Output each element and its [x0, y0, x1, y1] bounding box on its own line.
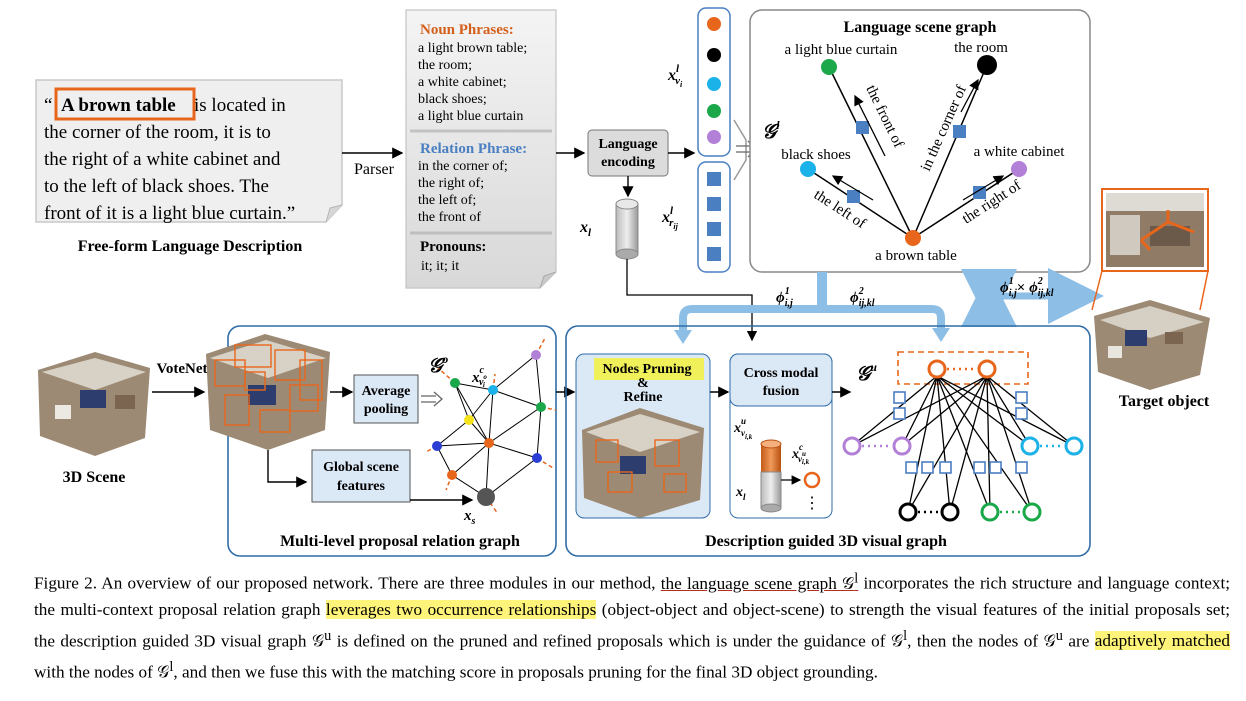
noun-item: black shoes; — [418, 92, 487, 107]
right-panel-title: Description guided 3D visual graph — [705, 533, 947, 550]
noun-item: a white cabinet; — [418, 75, 507, 90]
node-room — [977, 55, 997, 75]
avg-pool-l2: pooling — [364, 402, 408, 417]
caption-text: (object-object and object-scene) to stre… — [34, 599, 1230, 651]
highlight-text: A brown table — [61, 95, 176, 116]
votenet-label: VoteNet — [156, 361, 207, 377]
relation-item: the front of — [418, 210, 481, 225]
prune-l1: Nodes Pruning — [602, 362, 691, 377]
desc-line1: is located in — [194, 95, 286, 116]
left-panel-title: Multi-level proposal relation graph — [280, 533, 520, 550]
label-table: a brown table — [875, 248, 957, 264]
node-cabinet — [1011, 161, 1027, 177]
node-feature-dot — [707, 48, 721, 62]
pronoun-items: it; it; it — [421, 259, 459, 274]
avg-pool-l1: Average — [362, 384, 411, 399]
relation-title: Relation Phrase: — [420, 141, 527, 157]
desc-line3: the right of a white cabinet and — [44, 149, 281, 170]
caption-underline: the language scene graph 𝒢l — [660, 570, 859, 593]
global-feat-l1: Global scene — [323, 460, 399, 475]
desc-line5: front of it is a light blue curtain.” — [44, 203, 295, 224]
node-feature-column — [697, 7, 731, 157]
scene-label: 3D Scene — [63, 469, 126, 486]
highlight-box — [54, 87, 196, 121]
node-shoes — [800, 161, 816, 177]
gu-symbol: 𝒢u — [856, 360, 877, 385]
caption-text: incorporates the rich structure and lang… — [34, 573, 1230, 619]
label-cabinet: a white cabinet — [974, 144, 1066, 160]
relation-node — [973, 186, 986, 199]
visual-graph-panel — [565, 325, 1091, 557]
lang-enc-l2: encoding — [601, 155, 655, 170]
label-curtain: a light blue curtain — [785, 42, 898, 58]
label-shoes: black shoes — [781, 147, 851, 163]
xs-label: xs — [463, 508, 476, 527]
svg-text:⋮: ⋮ — [804, 495, 820, 512]
pruned-scene-image — [582, 408, 704, 518]
node-feature-dot — [707, 104, 721, 118]
prune-l2: & — [637, 376, 649, 391]
node-feature-dot — [707, 17, 721, 31]
average-pooling-box — [353, 374, 419, 424]
relation-node — [953, 125, 966, 138]
label-room: the room — [954, 40, 1008, 56]
parser-label: Parser — [354, 161, 395, 178]
xl-label-2: xl — [735, 485, 746, 502]
figure-diagram: “ A brown table is located in the corner… — [35, 7, 1210, 557]
noun-item: a light blue curtain — [418, 109, 523, 124]
proposal-graph-panel — [227, 325, 557, 557]
caption-text: , then the nodes of 𝒢 — [907, 631, 1056, 651]
pronoun-title: Pronouns: — [420, 239, 486, 255]
caption-text: is defined on the pruned and refined pro… — [331, 631, 904, 651]
phrases-document: Noun Phrases: a light brown table; the r… — [405, 9, 557, 289]
scene-graph-symbol: 𝒢l — [762, 118, 780, 143]
relation-item: in the corner of; — [418, 159, 508, 174]
desc-line4: to the left of black shoes. The — [44, 176, 269, 197]
target-scene-image — [1094, 300, 1210, 390]
global-feat-l2: features — [337, 479, 385, 494]
description-box: “ A brown table is located in the corner… — [35, 79, 343, 224]
noun-item: the room; — [418, 58, 472, 73]
caption-text: are — [1062, 631, 1095, 651]
go-symbol: 𝒢o — [428, 352, 448, 377]
fusion-l1: Cross modal — [744, 366, 819, 381]
edge-feature-column — [697, 161, 731, 273]
node-curtain — [821, 59, 837, 75]
global-scene-features-box — [311, 449, 411, 503]
open-quote: “ — [44, 95, 52, 116]
caption-highlight: adaptively matched — [1094, 631, 1230, 651]
noun-item: a light brown table; — [418, 41, 527, 56]
xl-label: xl — [579, 219, 592, 239]
caption-text: Figure 2. An overview of our proposed ne… — [34, 573, 661, 593]
caption-text: , and then we fuse this with the matchin… — [173, 663, 878, 683]
proposal-scene-image — [206, 334, 330, 450]
target-label: Target object — [1119, 393, 1210, 410]
xl-cylinder — [615, 198, 639, 260]
node-table — [905, 230, 921, 246]
scene-graph-title: Language scene graph — [844, 19, 997, 36]
lang-enc-l1: Language — [598, 137, 657, 152]
relation-node — [856, 121, 869, 134]
description-label: Free-form Language Description — [78, 238, 303, 255]
prune-l3: Refine — [624, 390, 663, 405]
relation-item: the right of; — [418, 176, 484, 191]
figure-caption: Figure 2. An overview of our proposed ne… — [34, 570, 1230, 683]
noun-title: Noun Phrases: — [420, 22, 514, 38]
caption-highlight: leverages two occurrence relationships — [325, 599, 597, 619]
relation-node — [847, 190, 860, 203]
fusion-l2: fusion — [763, 384, 800, 399]
node-feature-dot — [707, 77, 721, 91]
desc-line2: the corner of the room, it is to — [44, 122, 271, 143]
relation-item: the left of; — [418, 193, 476, 208]
language-scene-graph — [749, 9, 1091, 273]
caption-text: with the nodes of 𝒢 — [34, 663, 170, 683]
scene-image-left — [38, 352, 150, 456]
node-feature-dot — [707, 130, 721, 144]
